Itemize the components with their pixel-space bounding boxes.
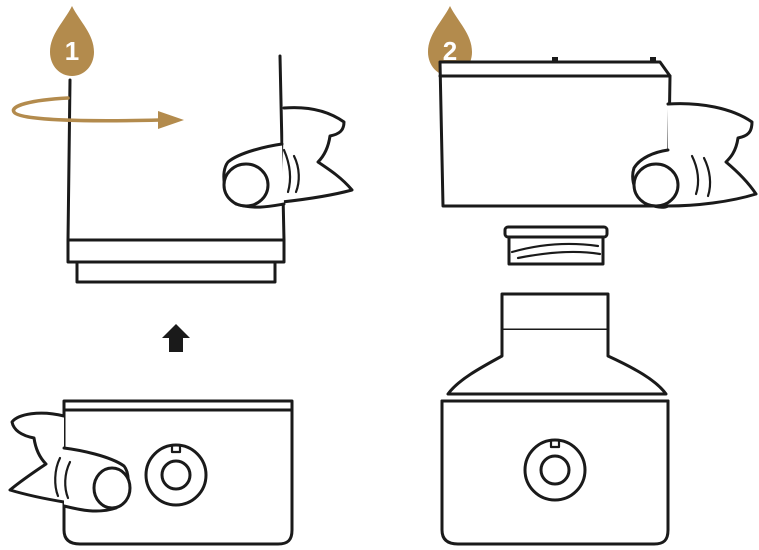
step-2-number: 2 [443,36,457,66]
rotation-arrow-icon [11,96,184,129]
droplet-icon [428,6,472,76]
step-1-number: 1 [65,36,79,66]
valve-icon [144,443,208,507]
up-arrow-icon [162,324,190,352]
hand-icon [222,106,354,209]
step-1-badge: 1 [50,6,94,76]
step-2-badge: 2 [428,6,472,76]
container-base-step2 [440,292,670,546]
step-2-panel: 2 [428,6,758,546]
hand-icon [8,411,132,513]
valve-icon [523,438,587,502]
container-base-step1 [62,399,294,546]
droplet-icon [50,6,94,76]
step-1-panel: 1 [8,6,354,546]
container-lid-step1 [66,54,286,284]
hand-icon [631,102,758,209]
filter-cartridge [503,225,609,266]
